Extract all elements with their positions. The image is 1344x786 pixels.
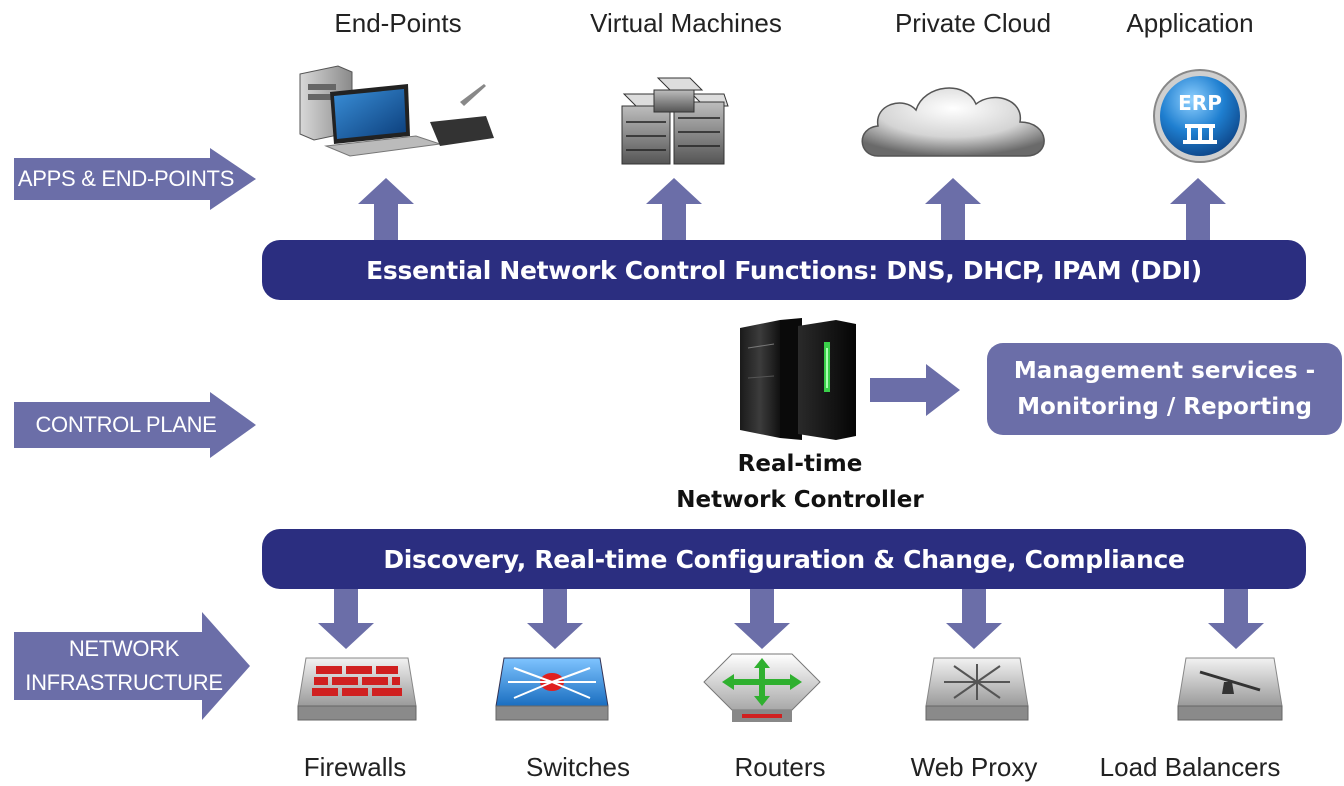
cloud-icon bbox=[861, 87, 1045, 157]
web-proxy-icon bbox=[925, 657, 1029, 721]
apps-endpoints-label: APPS & END-POINTS bbox=[17, 166, 235, 191]
layer-arrow-shape bbox=[14, 612, 250, 720]
management-line-1: Management services - bbox=[1013, 358, 1316, 384]
server-icon bbox=[740, 318, 856, 440]
management-line-2: Monitoring / Reporting bbox=[1017, 394, 1312, 420]
layer-arrow-shape bbox=[14, 392, 256, 458]
control-plane-label: CONTROL PLANE bbox=[35, 412, 217, 437]
down-arrow-web-proxy bbox=[946, 589, 1002, 649]
right-arrow-management bbox=[870, 364, 960, 416]
controller-line-2: Network Controller bbox=[676, 487, 924, 513]
network-controller-label: Real-time Network Controller bbox=[660, 446, 940, 518]
router-icon bbox=[703, 653, 821, 722]
firewall-icon bbox=[297, 657, 417, 721]
routers-label: Routers bbox=[734, 752, 826, 782]
network-label: NETWORK bbox=[68, 636, 180, 661]
firewalls-label: Firewalls bbox=[303, 752, 407, 782]
down-arrow-switches bbox=[527, 589, 583, 649]
layer-arrow-shape bbox=[14, 148, 256, 210]
apps-endpoints-layer-arrow: APPS & END-POINTS bbox=[14, 148, 256, 210]
switch-icon bbox=[495, 657, 609, 721]
up-arrow-application bbox=[1170, 178, 1226, 240]
web-proxy-label: Web Proxy bbox=[910, 752, 1038, 782]
down-arrow-load-balancers bbox=[1208, 589, 1264, 649]
up-arrow-virtual-machines bbox=[646, 178, 702, 240]
load-balancers-label: Load Balancers bbox=[1099, 752, 1281, 782]
application-label: Application bbox=[1126, 8, 1254, 38]
down-arrow-firewalls bbox=[318, 589, 374, 649]
management-services-box: Management services - Monitoring / Repor… bbox=[987, 343, 1342, 435]
infrastructure-label: INFRASTRUCTURE bbox=[25, 670, 223, 695]
erp-icon: ERP bbox=[1153, 69, 1247, 163]
private-cloud-label: Private Cloud bbox=[894, 8, 1052, 38]
virtual-machines-label: Virtual Machines bbox=[590, 8, 782, 38]
control-plane-layer-arrow: CONTROL PLANE bbox=[14, 392, 256, 458]
virtual-machines-icon bbox=[621, 77, 729, 165]
load-balancer-icon bbox=[1177, 657, 1283, 721]
switches-label: Switches bbox=[525, 752, 631, 782]
discovery-configuration-bar: Discovery, Real-time Configuration & Cha… bbox=[262, 529, 1306, 589]
network-infrastructure-layer-arrow: NETWORK INFRASTRUCTURE bbox=[14, 612, 250, 720]
up-arrow-end-points bbox=[358, 178, 414, 240]
controller-line-1: Real-time bbox=[737, 451, 863, 477]
down-arrow-routers bbox=[734, 589, 790, 649]
essential-network-control-bar: Essential Network Control Functions: DNS… bbox=[262, 240, 1306, 300]
end-points-icon bbox=[299, 65, 494, 157]
end-points-label: End-Points bbox=[334, 8, 462, 38]
erp-badge-text: ERP bbox=[1178, 91, 1222, 115]
up-arrow-private-cloud bbox=[925, 178, 981, 240]
